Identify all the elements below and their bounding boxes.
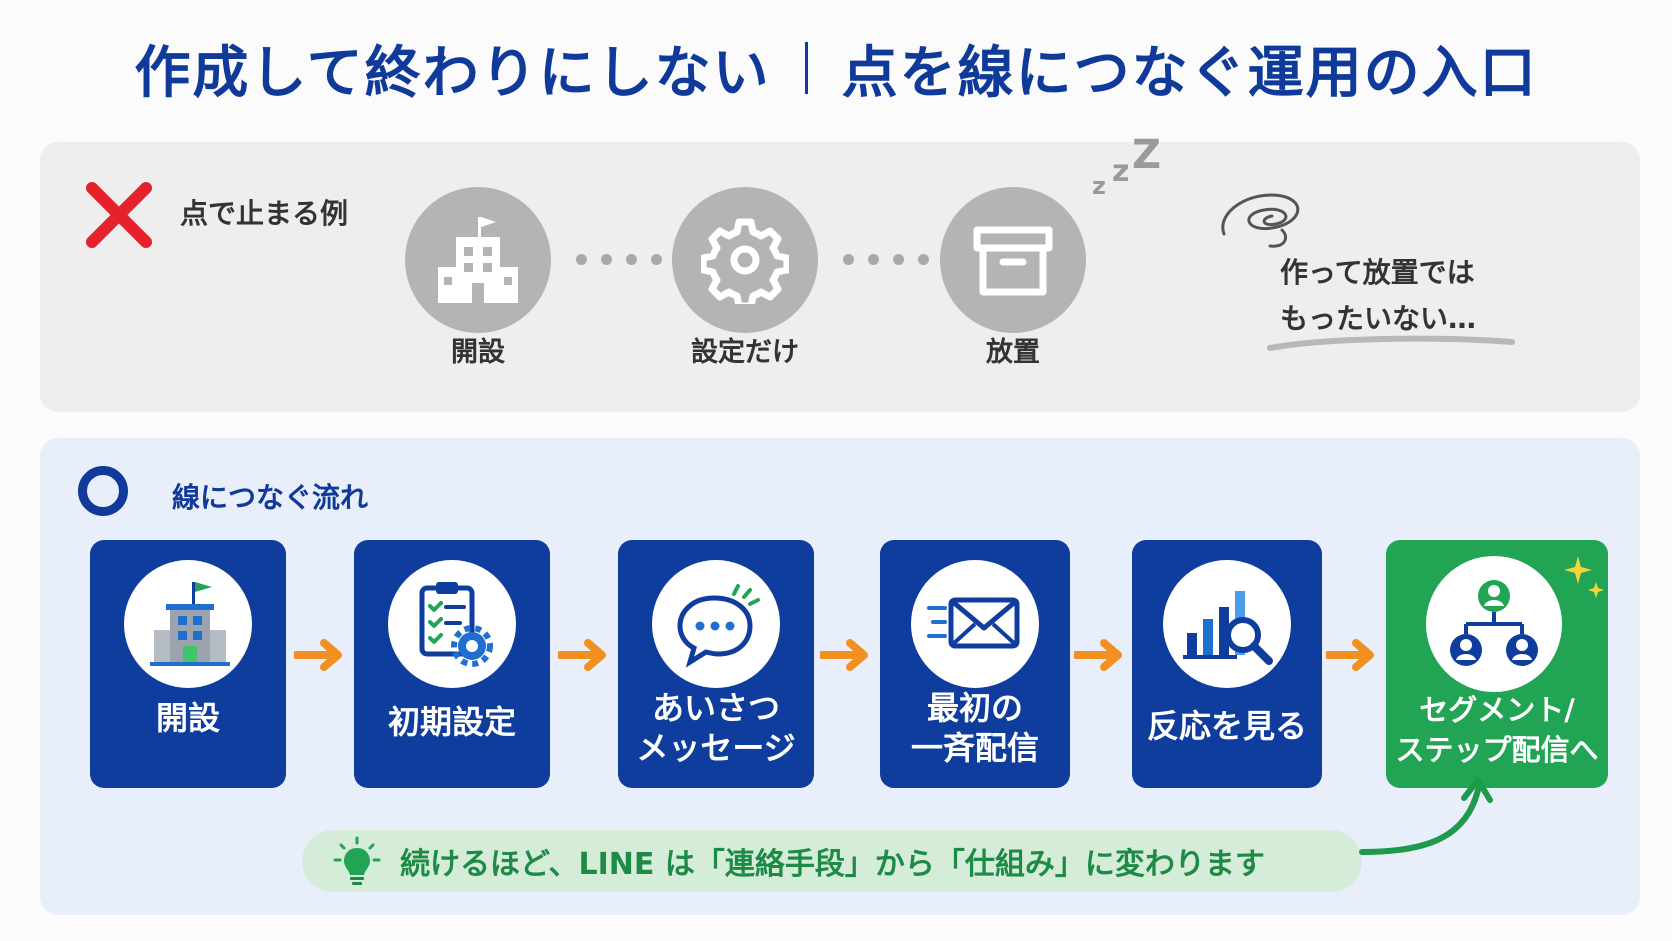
- flow-step-check-response: 反応を見る: [1132, 540, 1322, 788]
- bad-example-panel: 点で止まる例 開設 設定だけ: [40, 132, 1640, 412]
- bad-step-label-2: 設定だけ: [691, 337, 799, 368]
- box-icon: [940, 187, 1086, 333]
- page-title: 作成して終わりにしない 点を線につなぐ運用の入口: [0, 28, 1672, 108]
- waste-note-line1: 作って放置では: [1280, 256, 1475, 289]
- flow-step-label: セグメント/ ステップ配信へ: [1386, 690, 1608, 770]
- building-icon: [405, 187, 551, 333]
- bar-chart-search-icon: [1163, 560, 1291, 688]
- flow-step-label-line1: あいさつ: [651, 689, 780, 727]
- orange-arrow-icon: [558, 639, 606, 671]
- gear-icon: [672, 187, 818, 333]
- orange-arrow-icon: [820, 639, 868, 671]
- sleep-z: z: [1092, 172, 1106, 200]
- dotted-connector: [843, 254, 954, 265]
- flow-step-first-broadcast: 最初の 一斉配信: [880, 540, 1070, 788]
- flow-step-label-line2: 一斉配信: [910, 729, 1039, 767]
- orange-arrow-icon: [294, 639, 342, 671]
- dotted-connector: [576, 254, 687, 265]
- lightbulb-icon: [333, 836, 381, 885]
- segment-users-icon: [1426, 556, 1562, 692]
- flow-step-label: 開設: [155, 699, 220, 737]
- flow-step-label: あいさつ メッセージ: [618, 688, 814, 768]
- flow-step-open: 開設: [90, 540, 286, 788]
- building-flag-icon: [124, 560, 252, 688]
- good-example-panel: 線につなぐ流れ 開設: [40, 438, 1640, 915]
- flow-step-label: 最初の 一斉配信: [880, 688, 1070, 768]
- orange-arrow-icon: [1326, 639, 1374, 671]
- bad-step-label-3: 放置: [986, 337, 1040, 368]
- flow-step-label-line1: 最初の: [926, 689, 1023, 727]
- good-example-label: 線につなぐ流れ: [172, 481, 369, 514]
- flow-step-label-line2: ステップ配信へ: [1395, 733, 1599, 767]
- flow-step-label-line2: メッセージ: [636, 729, 796, 767]
- bad-step-label-1: 開設: [451, 337, 505, 368]
- title-left: 作成して終わりにしない: [134, 40, 771, 106]
- tip-banner: 続けるほど、LINE は「連絡手段」から「仕組み」に変わります: [302, 830, 1362, 892]
- waste-note-line2: もったいない…: [1280, 302, 1477, 335]
- waste-note: 作って放置では もったいない…: [1280, 250, 1476, 342]
- scribble-icon: [1221, 193, 1300, 248]
- curved-arrow-icon: [1359, 777, 1493, 855]
- flow-step-initial-setup: 初期設定: [354, 540, 550, 788]
- tip-text: 続けるほど、LINE は「連絡手段」から「仕組み」に変わります: [400, 847, 1265, 882]
- checklist-gear-icon: [388, 560, 516, 688]
- sleep-z: Z: [1132, 132, 1162, 178]
- flow-step-greeting: あいさつ メッセージ: [618, 540, 814, 788]
- flow-step-segment-delivery: セグメント/ ステップ配信へ: [1386, 540, 1608, 788]
- cross-icon: [86, 182, 152, 248]
- flow-step-label-line1: セグメント/: [1419, 693, 1575, 727]
- title-right: 点を線につなぐ運用の入口: [841, 40, 1538, 106]
- orange-arrow-icon: [1074, 639, 1122, 671]
- circle-mark-icon: [78, 466, 128, 516]
- bad-example-label: 点で止まる例: [180, 197, 349, 230]
- flow-step-label: 反応を見る: [1146, 707, 1307, 745]
- sparkle-icon: [1564, 556, 1604, 598]
- flow-step-label: 初期設定: [387, 703, 516, 741]
- sleep-z: z: [1112, 154, 1130, 189]
- envelope-icon: [911, 560, 1039, 688]
- chat-bubble-icon: [652, 560, 780, 688]
- title-divider: [804, 42, 808, 94]
- brush-underline: [1267, 335, 1515, 351]
